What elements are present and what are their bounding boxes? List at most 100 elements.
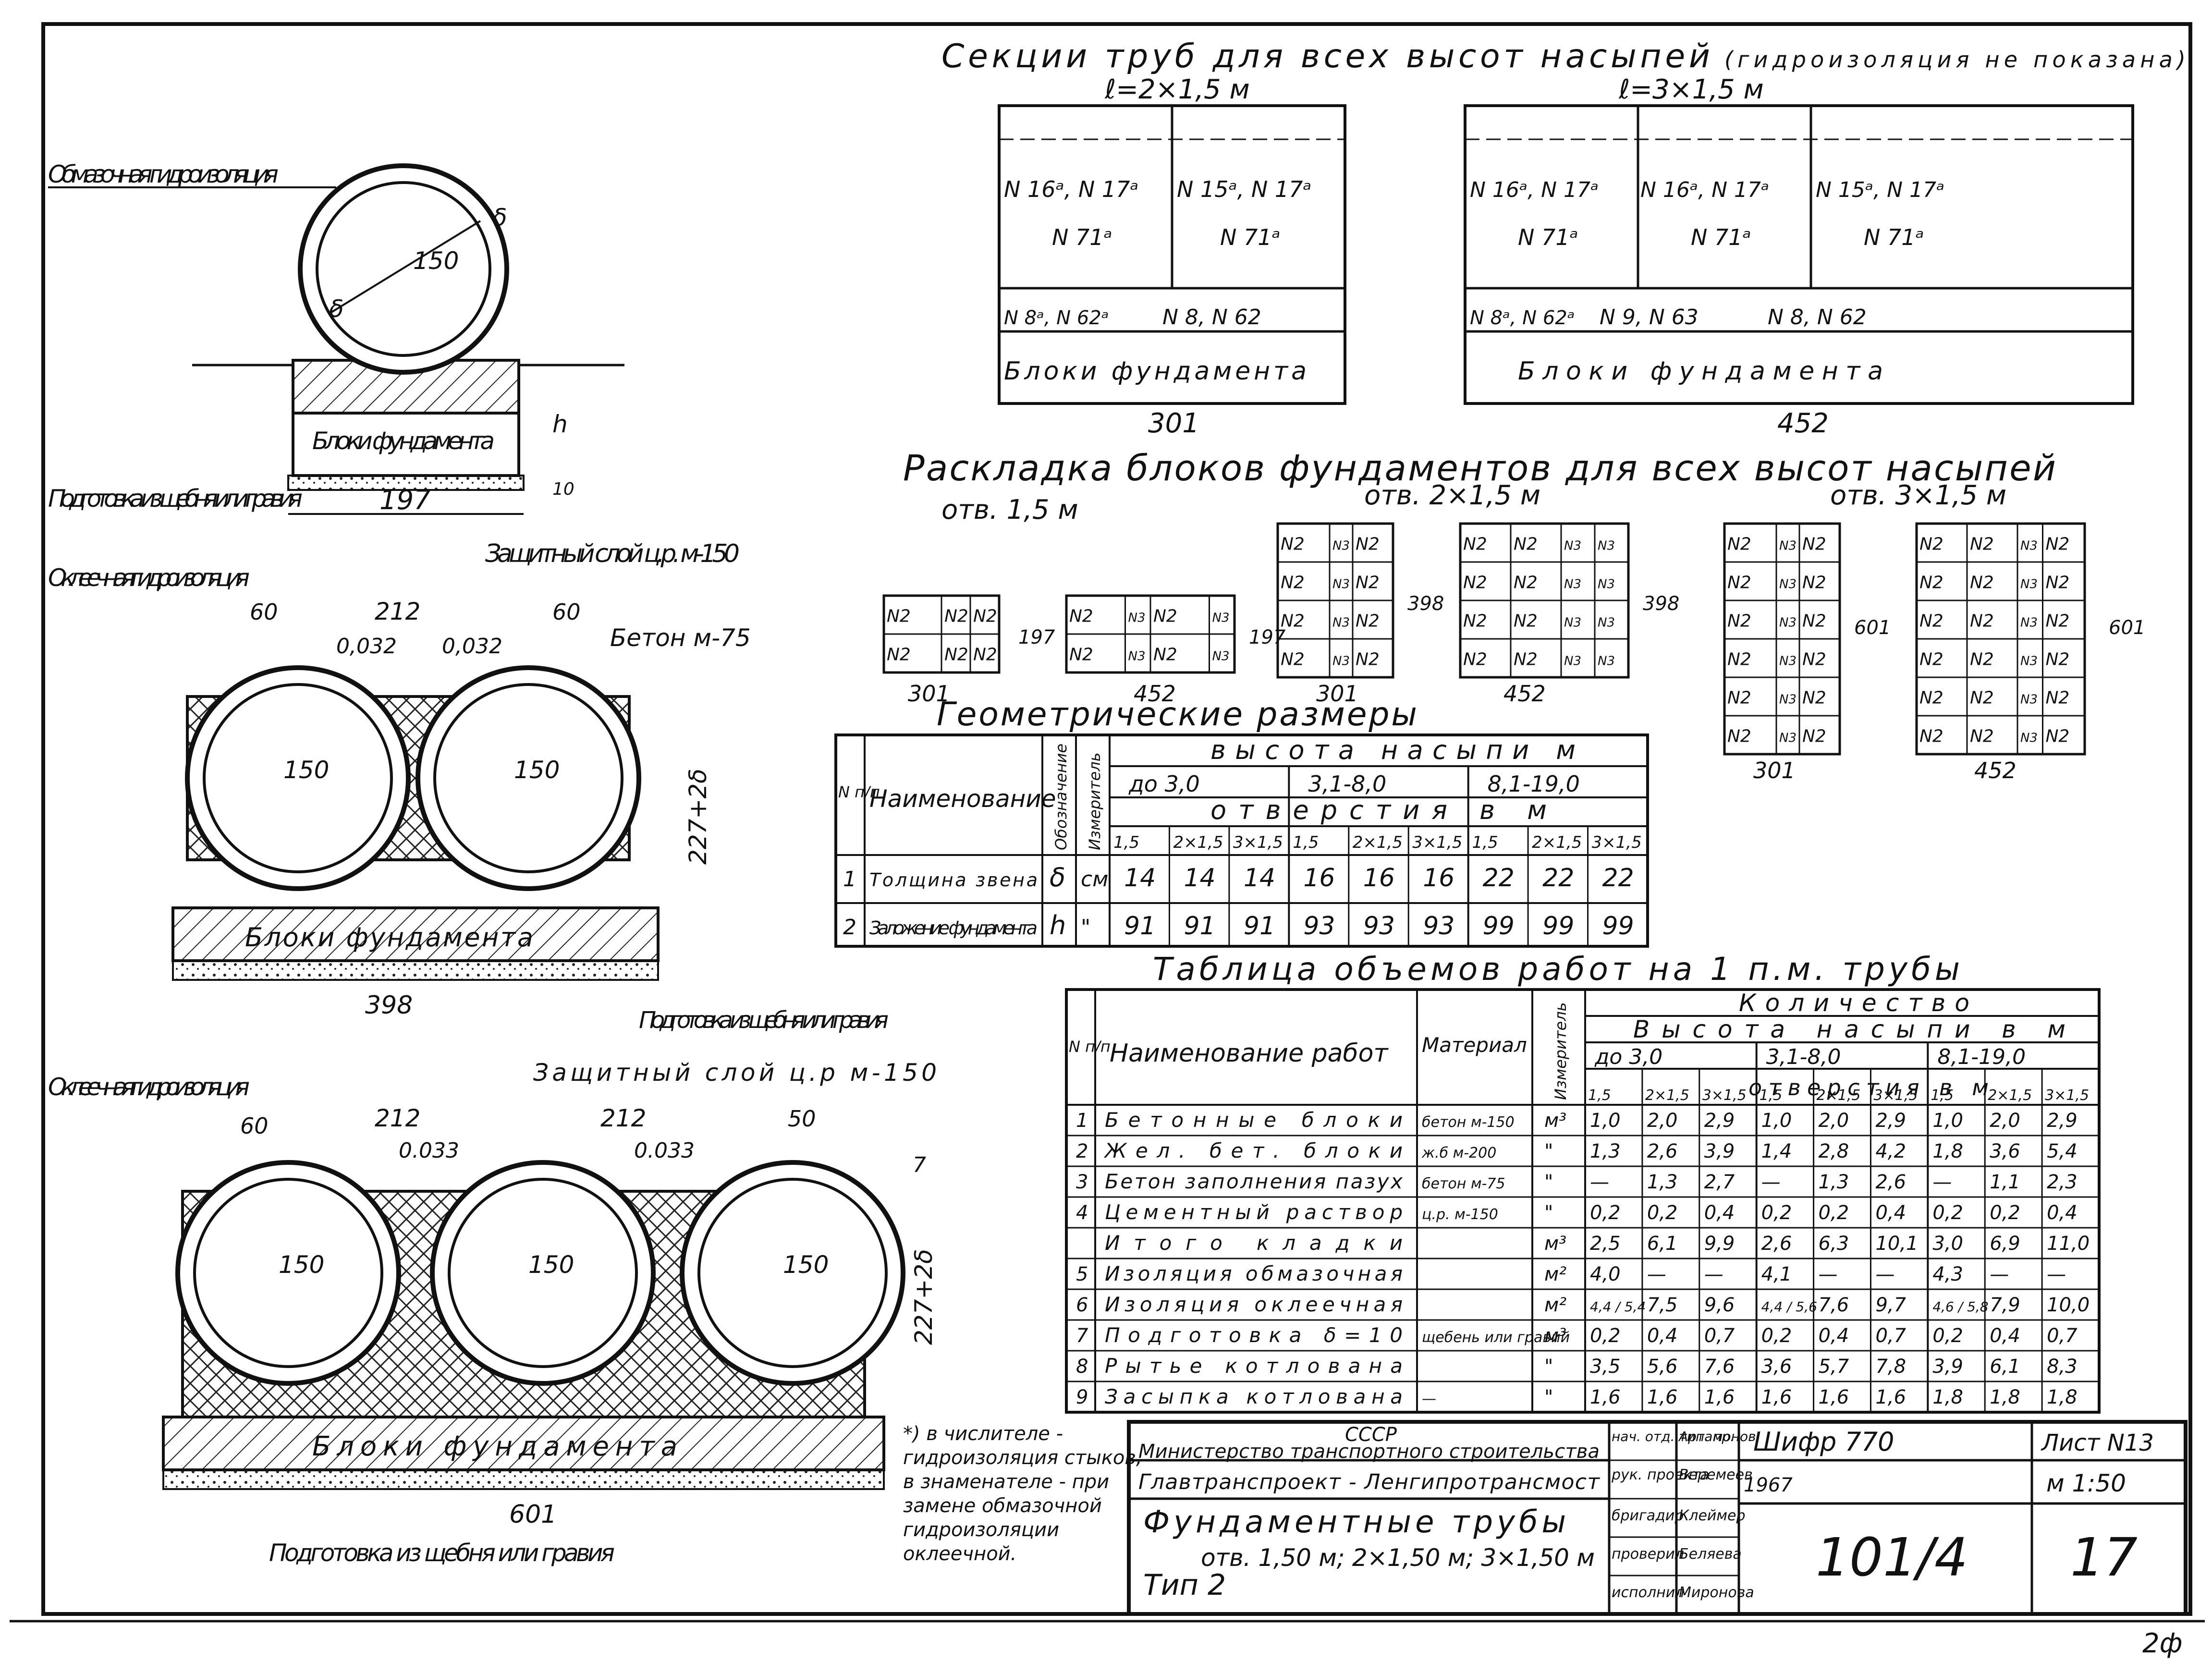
block-label: N3 (1128, 611, 1146, 625)
svg-text:Защитный слой ц.р м-150: Защитный слой ц.р м-150 (533, 1059, 937, 1087)
svg-text:Наименование работ: Наименование работ (1110, 1039, 1389, 1068)
geom-subcol: 1,5 (1113, 833, 1139, 852)
svg-text:301: 301 (1148, 408, 1199, 439)
svg-text:1967: 1967 (1744, 1474, 1793, 1496)
geom-cell: 91 (1244, 912, 1275, 941)
block-label: N2 (1356, 534, 1380, 554)
svg-text:601: 601 (2109, 617, 2145, 639)
vol-row-mat: ж.б м-200 (1421, 1145, 1496, 1161)
sheet-frame (41, 22, 2192, 1616)
vol-cell: 2,6 (1875, 1171, 1906, 1193)
block-label: N2 (2046, 611, 2070, 631)
block-label: N2 (944, 645, 968, 664)
svg-text:N п/п: N п/п (1069, 1038, 1111, 1056)
geom-subcol: 2×1,5 (1353, 833, 1403, 852)
vol-cell: 1,3 (1819, 1171, 1849, 1193)
svg-text:N 15ᵃ, N 17ᵃ: N 15ᵃ, N 17ᵃ (1816, 178, 1944, 202)
block-label: N2 (1919, 726, 1943, 746)
vol-subcol: 2×1,5 (1817, 1087, 1861, 1104)
vol-cell: 1,6 (1875, 1386, 1906, 1408)
block-label: N2 (1970, 688, 1994, 708)
block-label: N2 (1153, 645, 1177, 664)
vol-cell: 0,4 (1990, 1325, 2020, 1347)
svg-text:N 8, N 62: N 8, N 62 (1162, 305, 1261, 330)
block-label: N3 (2020, 692, 2038, 707)
svg-text:отв. 1,5 м: отв. 1,5 м (941, 494, 1078, 525)
vol-cell: 4,3 (1932, 1263, 1963, 1285)
vol-row-unit: " (1544, 1140, 1553, 1162)
geom-group: 8,1-19,0 (1488, 771, 1580, 797)
svg-text:N 8ᵃ, N 62ᵃ: N 8ᵃ, N 62ᵃ (1004, 307, 1109, 329)
vol-row-num: 7 (1076, 1325, 1088, 1347)
geom-cell: 14 (1184, 864, 1215, 892)
svg-text:(гидроизоляция не показана): (гидроизоляция не показана) (1724, 47, 2186, 73)
geom-cell: 99 (1542, 912, 1574, 941)
block-label: N2 (1514, 649, 1538, 669)
vol-cell: 7,8 (1875, 1356, 1906, 1378)
svg-text:227+2δ: 227+2δ (910, 1249, 938, 1345)
vol-row-num: 9 (1076, 1386, 1088, 1408)
geom-group: 3,1-8,0 (1308, 771, 1386, 797)
vol-cell: 5,7 (1819, 1356, 1849, 1378)
block-label: N2 (1281, 573, 1305, 592)
vol-cell: 0,2 (1590, 1202, 1621, 1224)
svg-text:Обозначение: Обозначение (1052, 744, 1070, 850)
geom-cell: 22 (1483, 864, 1515, 892)
vol-cell: 1,0 (1761, 1110, 1792, 1132)
vol-subcol: 3×1,5 (2045, 1087, 2089, 1104)
vol-cell: 2,9 (1875, 1110, 1906, 1132)
svg-text:452: 452 (1974, 758, 2016, 783)
vol-cell: 1,0 (1590, 1110, 1621, 1132)
svg-text:N 16ᵃ, N 17ᵃ: N 16ᵃ, N 17ᵃ (1470, 178, 1599, 202)
block-label: N2 (887, 606, 911, 626)
block-label: N3 (1779, 731, 1796, 745)
vol-cell: — (1761, 1171, 1781, 1193)
svg-text:Бетон м-75: Бетон м-75 (610, 624, 751, 652)
vol-cell: 8,3 (2047, 1356, 2078, 1378)
svg-text:212: 212 (600, 1104, 646, 1132)
vol-cell: 3,6 (1990, 1140, 2020, 1162)
block-label: N2 (1970, 573, 1994, 592)
vol-cell: 3,0 (1932, 1233, 1963, 1255)
svg-text:601: 601 (509, 1500, 557, 1529)
block-label: N2 (1919, 573, 1943, 592)
vol-cell: 10,0 (2047, 1294, 2090, 1316)
svg-text:Клеймер: Клеймер (1679, 1507, 1746, 1524)
svg-text:отверстия в м: отверстия в м (1210, 795, 1547, 825)
geom-row-num: 2 (843, 915, 856, 940)
svg-text:212: 212 (375, 598, 420, 625)
vol-row-unit: м² (1544, 1294, 1566, 1316)
geom-subcol: 1,5 (1472, 833, 1498, 852)
block-label: N2 (1281, 534, 1305, 554)
svg-text:проверил: проверил (1612, 1546, 1684, 1563)
block-label: N2 (1514, 534, 1538, 554)
svg-text:нач. отд. тип. пр.: нач. отд. тип. пр. (1612, 1429, 1735, 1444)
stamp-sheet-no: 17 (2070, 1527, 2138, 1588)
vol-group: до 3,0 (1594, 1045, 1662, 1069)
svg-text:отв. 3×1,5 м: отв. 3×1,5 м (1830, 480, 2006, 511)
block-label: N3 (2020, 577, 2038, 591)
block-label: N2 (1281, 649, 1305, 669)
block-label: N2 (1356, 649, 1380, 669)
svg-text:Измеритель: Измеритель (1552, 1002, 1570, 1100)
svg-text:СССР: СССР (1345, 1424, 1397, 1446)
svg-text:301: 301 (1753, 758, 1796, 783)
vol-row-mat: щебень или гравий (1422, 1329, 1570, 1346)
svg-text:N 9, N 63: N 9, N 63 (1600, 305, 1699, 330)
block-label: N2 (1069, 645, 1093, 664)
block-label: N2 (1727, 726, 1751, 746)
block-label: N3 (1564, 615, 1581, 630)
block-label: N2 (1970, 611, 1994, 631)
svg-text:Беляева: Беляева (1679, 1546, 1742, 1563)
svg-text:Оклеечная гидроизоляция: Оклеечная гидроизоляция (48, 564, 250, 592)
block-label: N2 (1802, 649, 1826, 669)
geom-subcol: 3×1,5 (1412, 833, 1462, 852)
svg-text:301: 301 (908, 681, 950, 707)
vol-subcol: 2×1,5 (1988, 1087, 2032, 1104)
svg-text:Подготовка из щебня или гравия: Подготовка из щебня или гравия (639, 1007, 889, 1034)
svg-text:N п/п: N п/п (838, 783, 880, 801)
block-label: N3 (1212, 649, 1230, 663)
vol-subcol: 1,5 (1588, 1087, 1611, 1104)
vol-cell: 2,8 (1819, 1140, 1849, 1162)
geom-table: Геометрические размеры N п/п Наименовани… (834, 696, 1649, 948)
